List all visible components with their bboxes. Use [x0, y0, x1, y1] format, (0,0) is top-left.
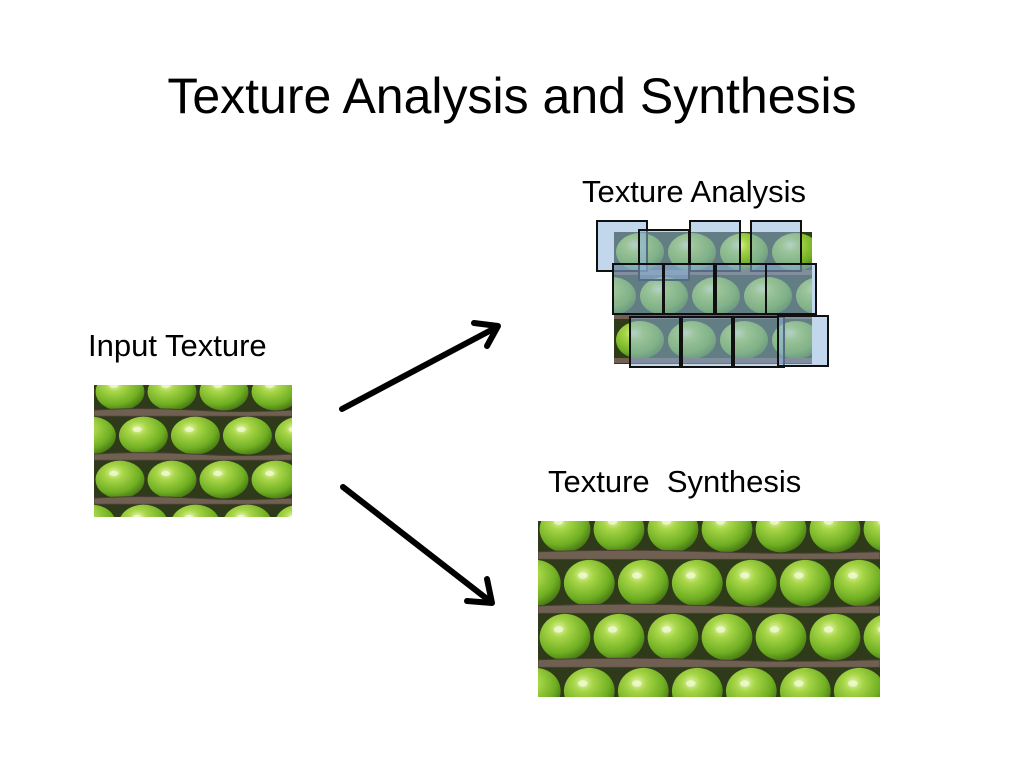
input-texture-label: Input Texture: [88, 328, 267, 363]
apple: [809, 521, 861, 553]
apple: [539, 613, 591, 661]
apple: [147, 385, 197, 411]
texture-analysis-image: [596, 220, 829, 368]
apple: [276, 505, 292, 517]
apple: [725, 667, 777, 697]
apple: [755, 521, 807, 553]
apple: [538, 668, 561, 697]
texture-analysis-label: Texture Analysis: [582, 174, 806, 209]
apple: [222, 416, 272, 455]
apple: [563, 667, 615, 697]
apple: [251, 460, 292, 499]
apple: [199, 385, 249, 411]
apple: [538, 560, 561, 607]
apple: [755, 613, 807, 661]
apple: [671, 667, 723, 697]
apple: [172, 504, 219, 517]
apple: [593, 521, 645, 553]
synthesized-apples: [538, 521, 880, 697]
apple: [779, 667, 831, 697]
analysis-patch: [777, 315, 829, 367]
input-apples: [94, 385, 292, 517]
analysis-patch: [629, 316, 681, 368]
cardboard-divider: [538, 549, 880, 560]
cardboard-divider: [94, 496, 292, 505]
apple: [539, 521, 591, 553]
apple: [170, 416, 220, 455]
cardboard-divider: [538, 603, 880, 614]
apple: [617, 559, 669, 607]
apple: [647, 521, 699, 553]
apple: [94, 416, 116, 455]
apple: [224, 504, 271, 517]
apple: [563, 559, 615, 607]
apple: [199, 460, 249, 499]
texture-synthesis-label: Texture Synthesis: [548, 464, 802, 499]
analysis-patch: [689, 220, 741, 272]
apple: [274, 417, 292, 454]
analysis-patch: [681, 316, 733, 368]
apple: [671, 559, 723, 607]
analysis-patch: [733, 316, 785, 368]
apple: [251, 385, 292, 411]
arrow-up-right-icon: [339, 320, 501, 412]
slide-title: Texture Analysis and Synthesis: [167, 68, 857, 124]
apple: [647, 613, 699, 661]
apple: [779, 559, 831, 607]
input-texture-image: [94, 385, 292, 517]
apple: [863, 521, 880, 551]
arrow-down-right-icon: [340, 484, 495, 606]
apple: [701, 521, 753, 553]
apple: [701, 613, 753, 661]
apple: [809, 613, 861, 661]
analysis-patch: [765, 263, 817, 315]
apple: [94, 504, 115, 517]
apple: [863, 615, 880, 659]
apple: [95, 385, 145, 411]
cardboard-divider: [94, 452, 292, 461]
cardboard-divider: [538, 657, 880, 668]
analysis-patch: [663, 263, 715, 315]
apple: [120, 504, 167, 517]
apple: [147, 460, 197, 499]
cardboard-divider: [94, 408, 292, 417]
analysis-patch: [612, 263, 664, 315]
apple: [95, 460, 145, 499]
apple: [833, 559, 880, 607]
apple: [725, 559, 777, 607]
apple: [617, 667, 669, 697]
texture-synthesis-image: [538, 521, 880, 697]
apple: [118, 416, 168, 455]
apple: [593, 613, 645, 661]
